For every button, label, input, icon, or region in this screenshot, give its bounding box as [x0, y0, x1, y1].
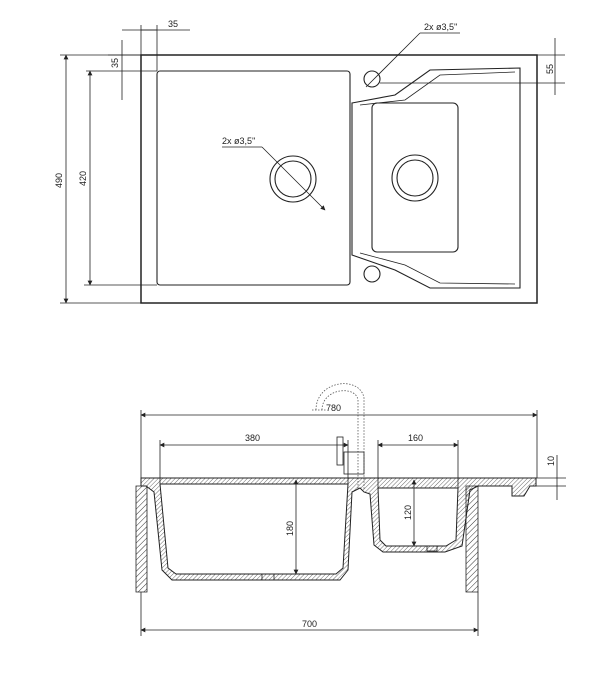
secondary-drain-outer	[391, 154, 439, 202]
main-drain-outer	[269, 155, 317, 203]
drainer-inner-line-lower	[359, 252, 516, 285]
tap-hole-top	[363, 70, 381, 88]
secondary-drain-bump	[426, 545, 438, 552]
dim-180: 180	[285, 521, 295, 536]
secondary-bowl	[371, 102, 459, 253]
dim-160: 160	[408, 433, 423, 443]
dim-35-vertical: 35	[110, 58, 120, 68]
top-view: 35 35 490 420 55 2x ø3,5'' 2x ø3,5''	[54, 19, 565, 304]
faucet-lever	[336, 436, 344, 466]
sink-outline	[140, 54, 538, 304]
secondary-bowl-inner	[377, 487, 459, 547]
main-bowl	[156, 70, 351, 286]
counter-wall-left	[135, 485, 148, 593]
dim-380: 380	[245, 433, 260, 443]
faucet-outline	[312, 383, 365, 490]
main-drain-bump	[261, 573, 275, 581]
dim-10: 10	[546, 456, 556, 466]
secondary-drain-inner	[396, 159, 434, 197]
side-view: 780 380 160 180 120 10 700	[135, 383, 566, 636]
dim-490: 490	[54, 173, 64, 188]
tap-hole-bottom	[363, 265, 381, 283]
dim-120: 120	[403, 505, 413, 520]
drainer-area	[351, 67, 521, 289]
drainer-inner-line	[359, 71, 516, 106]
faucet-body	[343, 451, 365, 475]
dim-420: 420	[78, 171, 88, 186]
callout-tap-hole: 2x ø3,5''	[424, 22, 458, 32]
main-bowl-inner	[159, 483, 349, 575]
dim-35-horizontal: 35	[168, 19, 178, 29]
callout-drain: 2x ø3,5''	[222, 136, 256, 146]
main-drain-inner	[274, 160, 312, 198]
dim-780: 780	[326, 403, 341, 413]
dim-700: 700	[302, 619, 317, 629]
dim-55: 55	[545, 64, 555, 74]
